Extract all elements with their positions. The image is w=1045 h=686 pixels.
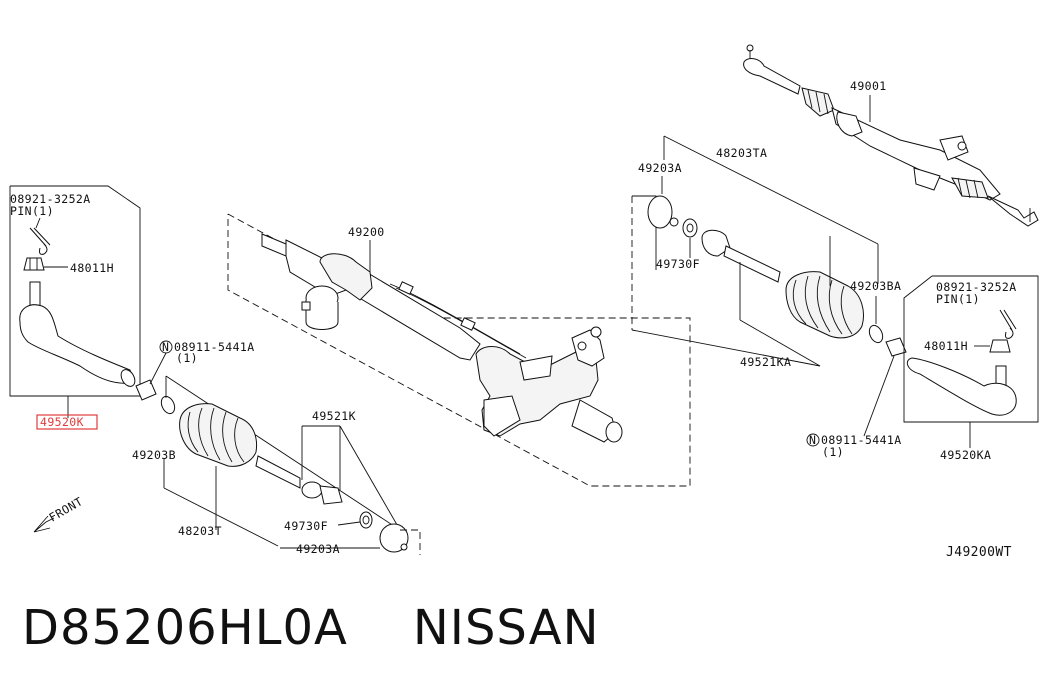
label-48203t: 48203T [178,524,222,538]
overview-rack-housing [831,107,1001,201]
label-49521ka: 49521KA [740,355,791,369]
label-49203a-left: 49203A [296,542,340,556]
left-boot-group: N 08911-5441A (1) 49203B 48203T 49521K 4… [132,340,421,556]
label-49203ba: 49203BA [850,279,901,293]
washer-49730f-right [682,218,698,238]
lock-nut-right [885,337,907,357]
highlight-box [36,414,98,430]
svg-text:N: N [809,433,816,447]
overview-tie-rod-end-left [743,58,801,95]
label-48203ta: 48203TA [716,146,767,160]
left-tie-rod-end-group: 08921-3252A PIN(1) 48011H 49520K [9,185,141,430]
label-qty-right: (1) [822,445,844,459]
inner-tie-rod-right [723,245,781,283]
diagram-code: J49200WT [946,545,1012,560]
svg-text:N: N [162,340,169,354]
overview-assy-group: 49001 [743,44,1039,227]
label-pin-left: PIN(1) [10,204,54,218]
center-gear-group: 49200 [227,213,691,487]
gear-dashed-frame [227,213,691,487]
tie-rod-end-left [19,304,135,384]
label-08911-5441a-left: 08911-5441A [174,340,255,354]
label-49730f-right: 49730F [656,257,700,271]
label-qty-left: (1) [176,351,198,365]
washer-49730f-left [359,511,373,529]
label-49520ka: 49520KA [940,448,991,462]
o-ring-left [379,523,409,553]
label-49200: 49200 [348,225,385,239]
n-symbol-right [806,433,820,447]
castle-nut-right-icon [989,339,1011,353]
label-pin-right: PIN(1) [936,292,980,306]
boot-clamp-left [160,395,176,415]
label-48011h-right: 48011H [924,339,968,353]
cotter-pin-right-icon [999,309,1017,339]
label-08921-3252a-left: 08921-3252A [10,192,91,206]
overview-tie-rod-end-right [987,195,1039,227]
label-49001: 49001 [850,79,887,93]
label-08921-3252a-right: 08921-3252A [936,280,1017,294]
right-tie-rod-end-group: 08921-3252A PIN(1) 48011H 49520KA [903,275,1039,462]
o-ring-right [647,195,673,229]
pinion-head [571,329,605,367]
label-49521k: 49521K [312,409,356,423]
inner-ball-joint-left [301,481,323,499]
boot-clamp-right [868,324,884,344]
part-caption: D85206HL0A NISSAN [22,600,600,656]
tie-rod-end-right [906,357,1017,416]
cotter-pin-icon [29,227,51,255]
lock-nut-left [135,379,157,401]
label-front: FRONT [47,494,86,524]
front-arrow-icon [33,515,55,533]
right-boot-group: 49203A 49730F 48203TA 49521KA 49203BA N … [631,135,907,459]
inner-tie-rod-left [255,455,301,489]
label-48011h-left: 48011H [70,261,114,275]
front-direction-indicator: FRONT [33,494,86,533]
label-49203a-right: 49203A [638,161,682,175]
label-49730f-left: 49730F [284,519,328,533]
castle-nut-icon [23,257,45,271]
label-49520k[interactable]: 49520K [40,415,84,429]
label-49203b: 49203B [132,448,176,462]
label-08911-5441a-right: 08911-5441A [821,433,902,447]
